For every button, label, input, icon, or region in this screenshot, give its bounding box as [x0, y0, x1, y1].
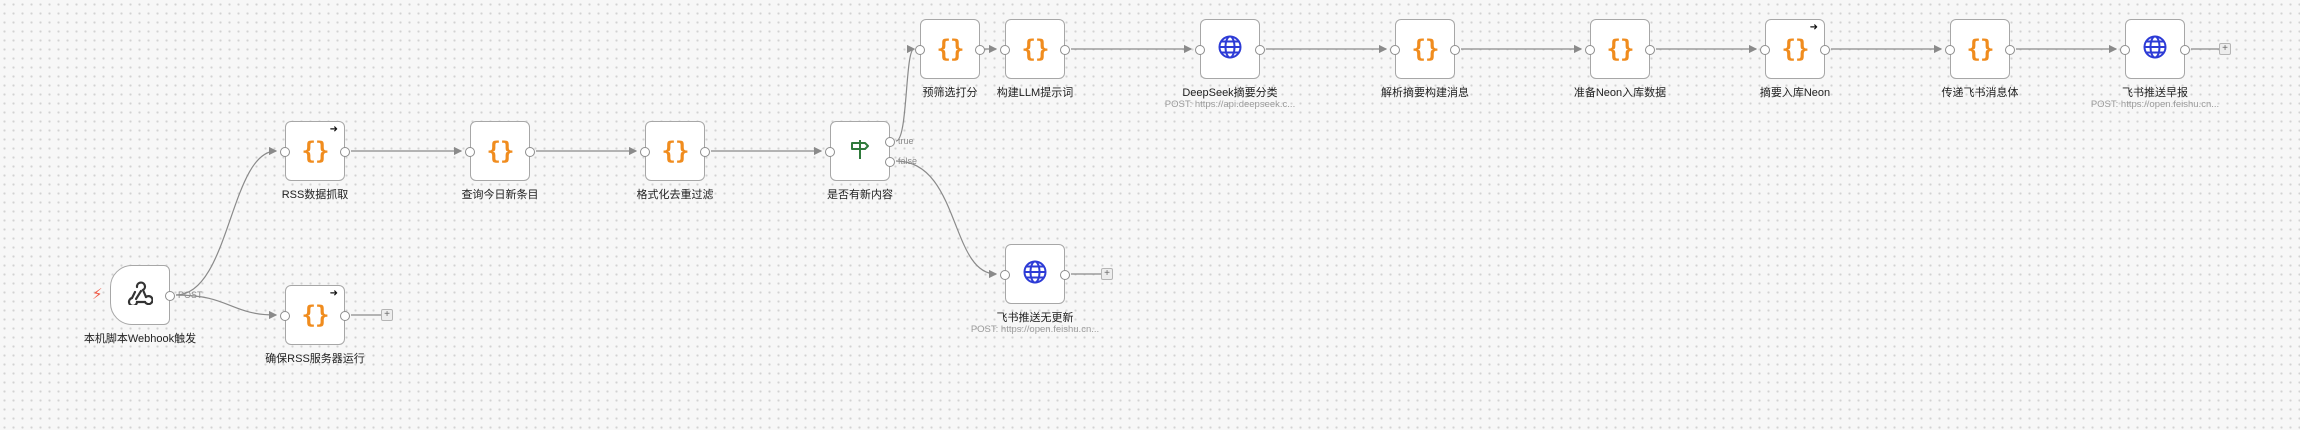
output-handle[interactable]: [1450, 45, 1460, 55]
input-handle[interactable]: [1000, 270, 1010, 280]
input-handle[interactable]: [1390, 45, 1400, 55]
input-handle[interactable]: [640, 147, 650, 157]
node-label-rss-fetch: RSS数据抓取: [281, 189, 349, 201]
true-output-handle[interactable]: [885, 137, 895, 147]
true-branch-label: true: [898, 136, 914, 146]
node-sublabel-feishu-push: POST: https://open.feishu.cn...: [2090, 99, 2220, 110]
input-handle[interactable]: [280, 147, 290, 157]
node-ensure-rss[interactable]: ➜ {}: [280, 285, 350, 345]
output-handle[interactable]: [340, 311, 350, 321]
add-node-button[interactable]: +: [1101, 268, 1113, 280]
code-braces-icon: {}: [486, 137, 515, 165]
add-node-button[interactable]: +: [2219, 43, 2231, 55]
edge-webhook-ensure: [175, 294, 278, 320]
code-braces-icon: {}: [661, 137, 690, 165]
node-sublabel-feishu-no-update: POST: https://open.feishu.cn...: [970, 324, 1100, 335]
globe-icon: [2142, 34, 2168, 65]
node-label-deepseek: DeepSeek摘要分类: [1182, 87, 1278, 99]
node-feishu-body[interactable]: {}: [1945, 19, 2015, 79]
plus-icon: +: [1104, 268, 1110, 279]
node-prefilter[interactable]: {}: [915, 19, 985, 79]
node-query-today[interactable]: {}: [465, 121, 535, 181]
signpost-icon: [848, 137, 872, 166]
output-handle[interactable]: [2005, 45, 2015, 55]
input-handle[interactable]: [2120, 45, 2130, 55]
arrow-right-icon: ➜: [1809, 22, 1818, 33]
edge-if-true-prefilter: [895, 44, 916, 142]
node-build-prompt[interactable]: {}: [1000, 19, 1070, 79]
output-handle[interactable]: [165, 291, 175, 301]
output-handle[interactable]: [975, 45, 985, 55]
input-handle[interactable]: [1585, 45, 1595, 55]
code-braces-icon: {}: [1966, 35, 1995, 63]
output-handle[interactable]: [1255, 45, 1265, 55]
node-label-query-today: 查询今日新条目: [461, 189, 539, 201]
node-parse-summary[interactable]: {}: [1390, 19, 1460, 79]
input-handle[interactable]: [915, 45, 925, 55]
output-handle[interactable]: [340, 147, 350, 157]
node-sublabel-deepseek: POST: https://api.deepseek.c...: [1164, 99, 1296, 110]
plus-icon: +: [384, 309, 390, 320]
node-rss-fetch[interactable]: ➜ {}: [280, 121, 350, 181]
node-label-summary-neon: 摘要入库Neon: [1759, 87, 1831, 99]
lightning-bolt-icon: ⚡: [92, 286, 103, 303]
node-label-build-prompt: 构建LLM提示词: [996, 87, 1074, 99]
input-handle[interactable]: [1000, 45, 1010, 55]
output-handle[interactable]: [525, 147, 535, 157]
node-label-parse-summary: 解析摘要构建消息: [1381, 87, 1469, 99]
false-output-handle[interactable]: [885, 157, 895, 167]
webhook-icon: [127, 280, 154, 310]
node-feishu-push[interactable]: [2120, 19, 2190, 79]
output-handle[interactable]: [2180, 45, 2190, 55]
node-deepseek[interactable]: [1195, 19, 1265, 79]
node-webhook-trigger[interactable]: ⚡: [92, 265, 175, 325]
node-label-feishu-no-update: 飞书推送无更新: [996, 312, 1074, 324]
globe-icon: [1022, 259, 1048, 290]
code-braces-icon: {}: [301, 301, 330, 329]
input-handle[interactable]: [280, 311, 290, 321]
code-braces-icon: {}: [1781, 35, 1810, 63]
output-handle[interactable]: [1645, 45, 1655, 55]
globe-icon: [1217, 34, 1243, 65]
node-label-feishu-push: 飞书推送早报: [2122, 87, 2188, 99]
add-node-button[interactable]: +: [381, 309, 393, 321]
node-label-ensure-rss: 确保RSS服务器运行: [265, 353, 365, 365]
input-handle[interactable]: [1945, 45, 1955, 55]
code-braces-icon: {}: [1606, 35, 1635, 63]
output-handle[interactable]: [1060, 45, 1070, 55]
node-prep-neon[interactable]: {}: [1585, 19, 1655, 79]
node-label-prep-neon: 准备Neon入库数据: [1573, 87, 1667, 99]
node-feishu-no-update[interactable]: [1000, 244, 1070, 304]
plus-icon: +: [2222, 43, 2228, 54]
node-format-dedupe[interactable]: {}: [640, 121, 710, 181]
input-handle[interactable]: [825, 147, 835, 157]
node-summary-neon[interactable]: ➜ {}: [1760, 19, 1830, 79]
edge-if-false-feishu: [895, 160, 998, 279]
input-handle[interactable]: [1760, 45, 1770, 55]
output-handle[interactable]: [1060, 270, 1070, 280]
node-label-webhook: 本机脚本Webhook触发: [83, 333, 197, 345]
code-braces-icon: {}: [301, 137, 330, 165]
node-has-new-content[interactable]: [825, 121, 895, 181]
node-label-feishu-body: 传递飞书消息体: [1941, 87, 2019, 99]
arrow-right-icon: ➜: [329, 288, 338, 299]
edge-webhook-rss: [175, 146, 278, 296]
code-braces-icon: {}: [1021, 35, 1050, 63]
arrow-right-icon: ➜: [329, 124, 338, 135]
output-handle[interactable]: [1820, 45, 1830, 55]
input-handle[interactable]: [465, 147, 475, 157]
code-braces-icon: {}: [936, 35, 965, 63]
output-handle[interactable]: [700, 147, 710, 157]
node-label-prefilter: 预筛选打分: [922, 87, 978, 99]
node-label-format-dedupe: 格式化去重过滤: [636, 189, 714, 201]
false-branch-label: false: [898, 156, 918, 166]
code-braces-icon: {}: [1411, 35, 1440, 63]
input-handle[interactable]: [1195, 45, 1205, 55]
node-label-has-new: 是否有新内容: [827, 189, 893, 201]
webhook-method-label: POST: [178, 290, 203, 300]
